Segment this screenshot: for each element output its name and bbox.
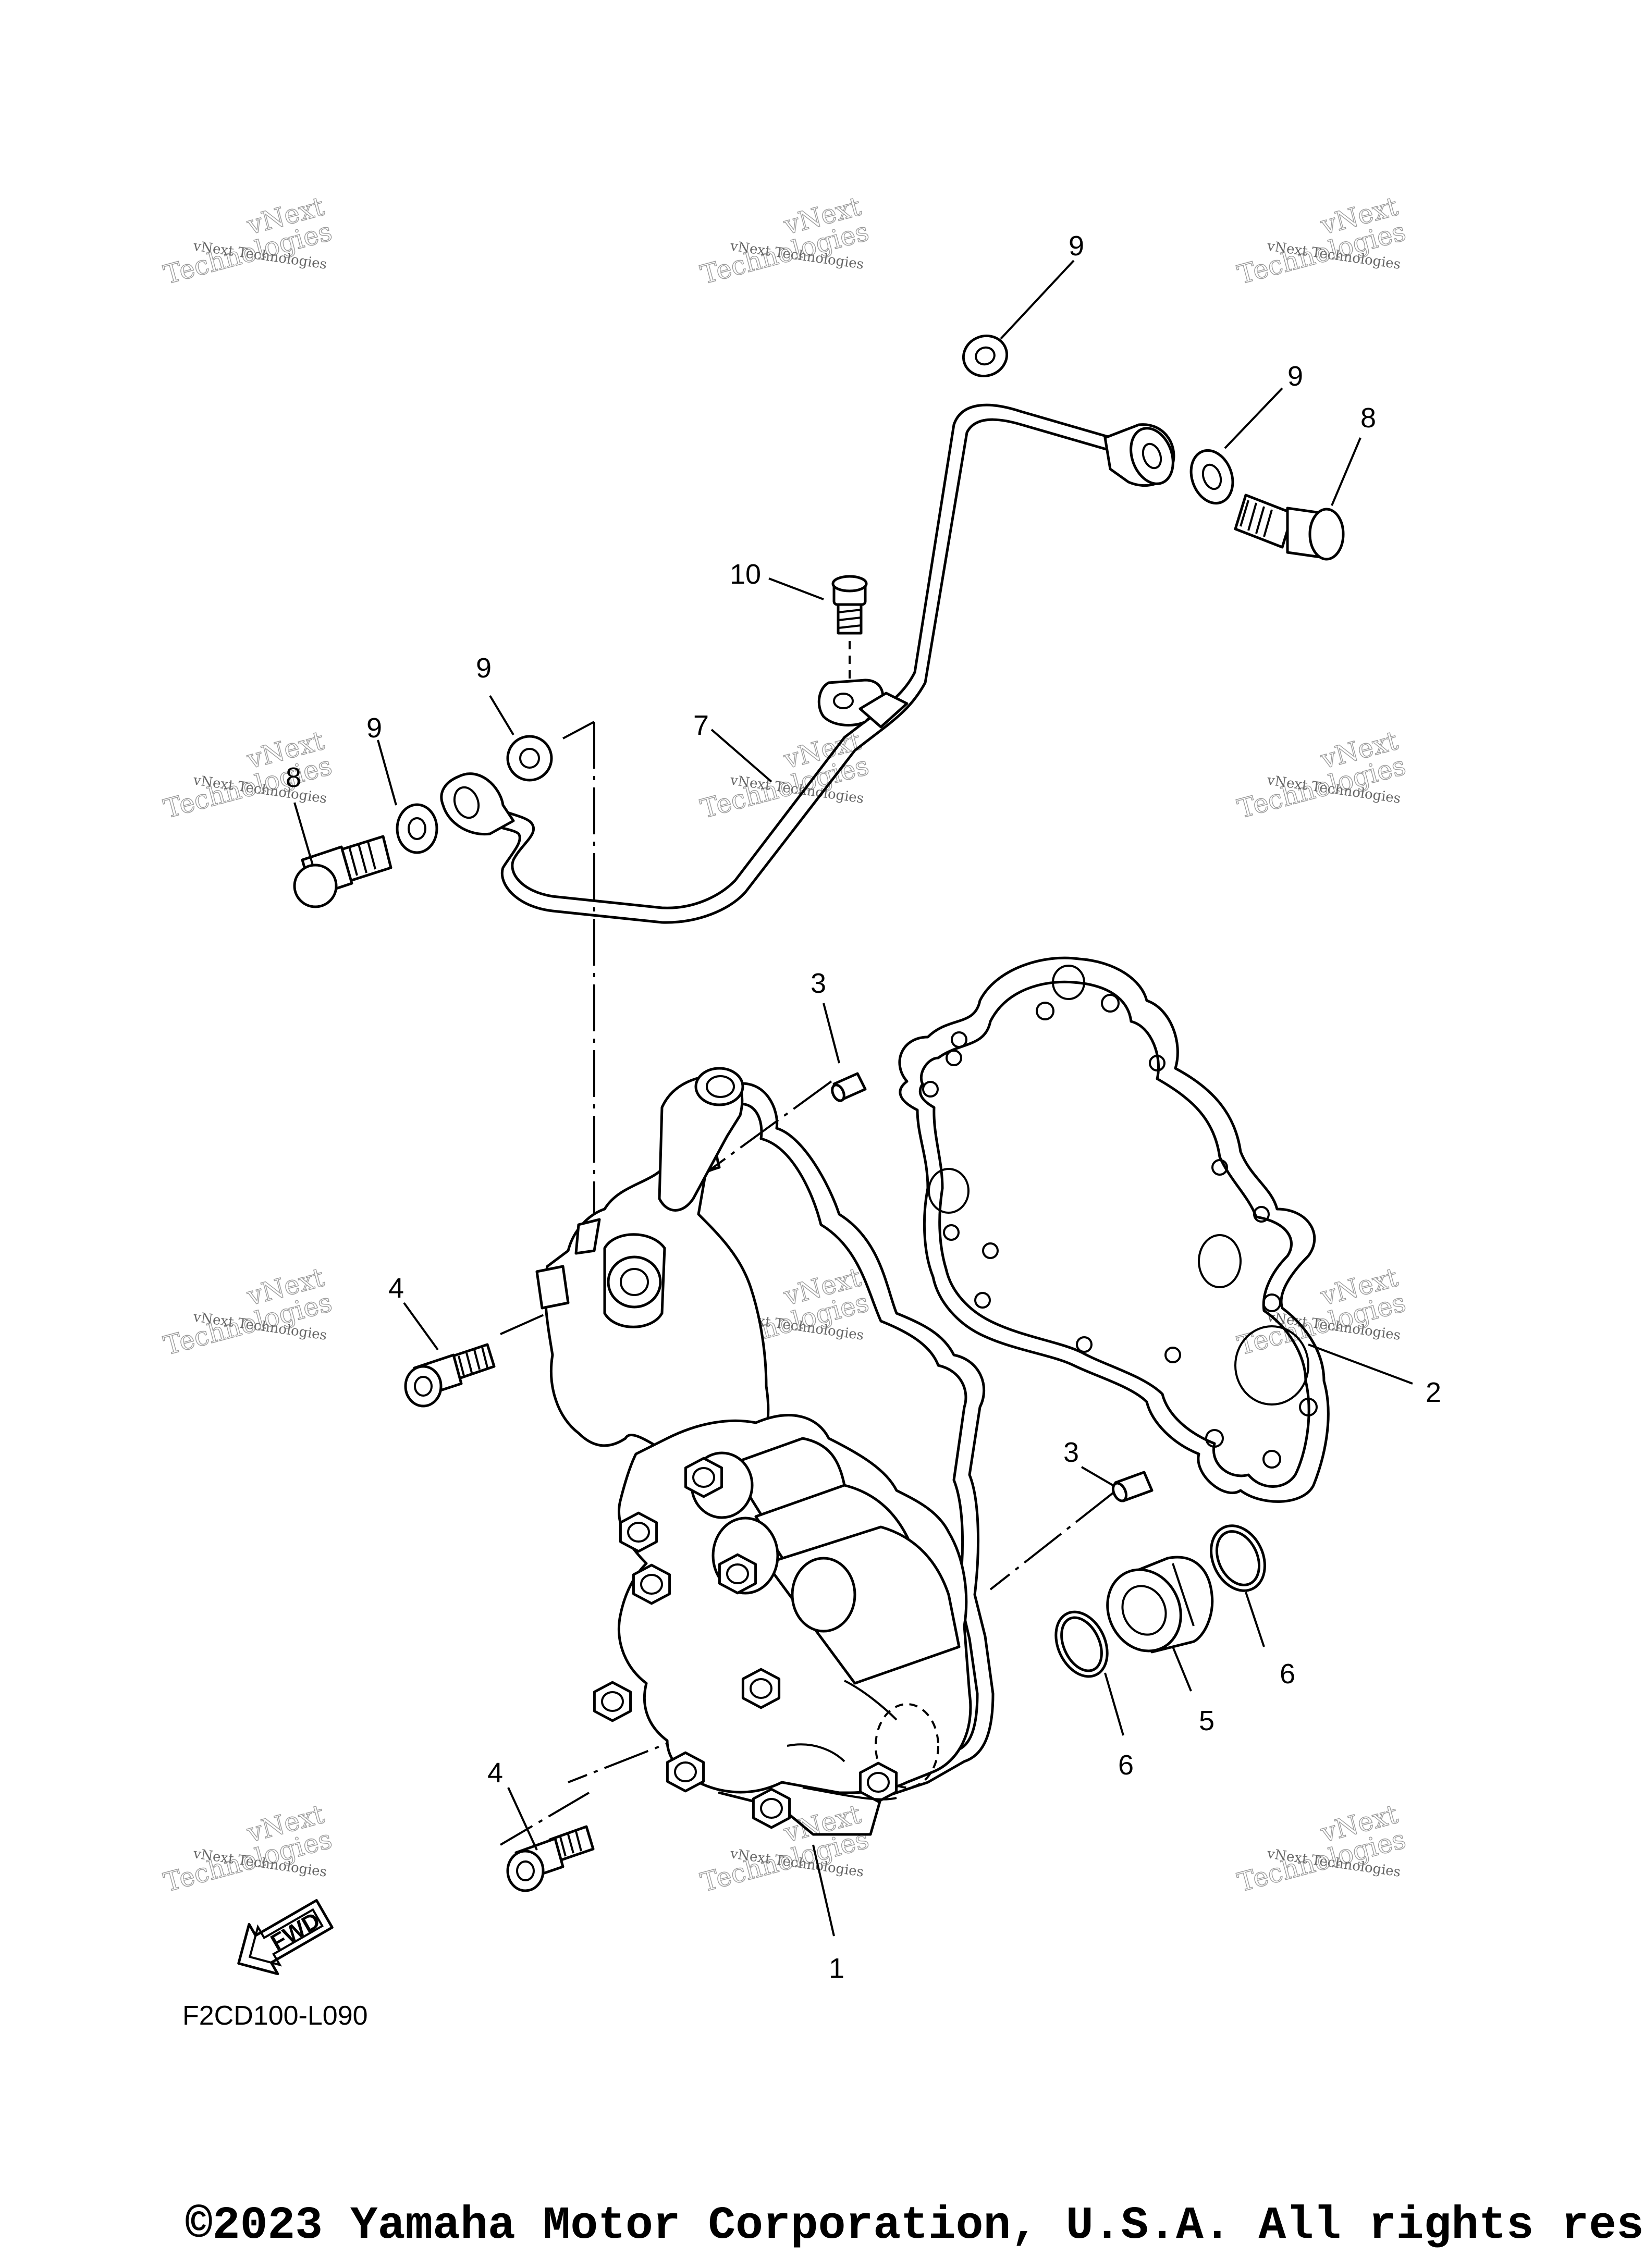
leader-lines: [293, 260, 1413, 1937]
callout-9-top: 9: [1069, 230, 1084, 262]
dowel-pin-upper: [831, 1072, 867, 1102]
pump-bolt-head: [684, 1457, 723, 1498]
callout-7: 7: [693, 710, 709, 741]
fwd-arrow: FWD: [237, 1899, 334, 1976]
callout-8-left: 8: [286, 762, 301, 793]
plug: [1106, 1556, 1214, 1654]
pump-bolt-head: [666, 1751, 705, 1793]
callout-3-upper: 3: [811, 968, 826, 999]
clamp-bolt-10: [831, 575, 868, 683]
o-ring-upper: [1210, 1524, 1266, 1592]
callout-9-right: 9: [1287, 361, 1303, 392]
pipe-union-right: [962, 335, 1345, 561]
callout-4-lower: 4: [487, 1757, 503, 1789]
pump-bolt-head: [619, 1511, 658, 1553]
copyright-notice: ©2023 Yamaha Motor Corporation, U.S.A. A…: [185, 2200, 1644, 2252]
gasket: [898, 956, 1330, 1503]
pipe-union-left: [293, 735, 553, 908]
oil-pump-body: [535, 1067, 995, 1836]
pump-bolt-head: [752, 1788, 791, 1829]
callout-9-mid: 9: [476, 652, 492, 684]
callout-labels: 1 2 3 3 4 4 5 6 6 7 8 8 9 9 9 9 10: [286, 230, 1441, 1984]
callout-3-lower: 3: [1063, 1437, 1079, 1468]
pump-bolt-head: [718, 1553, 757, 1595]
pump-bolt-head: [593, 1681, 632, 1722]
callout-10: 10: [730, 559, 761, 590]
callout-6-lower: 6: [1118, 1749, 1134, 1781]
callout-2: 2: [1426, 1377, 1441, 1408]
callout-6-upper: 6: [1280, 1658, 1295, 1690]
callout-4-upper: 4: [388, 1273, 404, 1304]
callout-1: 1: [829, 1953, 844, 1984]
pump-bolt-head: [741, 1668, 781, 1709]
o-ring-lower: [1054, 1610, 1109, 1678]
callout-9-left: 9: [366, 712, 382, 744]
callout-5: 5: [1199, 1705, 1214, 1736]
dowel-pin-lower: [1111, 1471, 1154, 1502]
oil-pipe: [481, 403, 1122, 924]
pump-bolt-head: [858, 1761, 898, 1803]
drawing-code: F2CD100-L090: [182, 2001, 368, 2031]
bolt-4-upper: [404, 1343, 496, 1408]
callout-8-right: 8: [1360, 402, 1376, 434]
pump-bolt-head: [632, 1563, 671, 1605]
pump-bolts: [593, 1457, 898, 1829]
bolt-4-lower: [506, 1825, 595, 1892]
